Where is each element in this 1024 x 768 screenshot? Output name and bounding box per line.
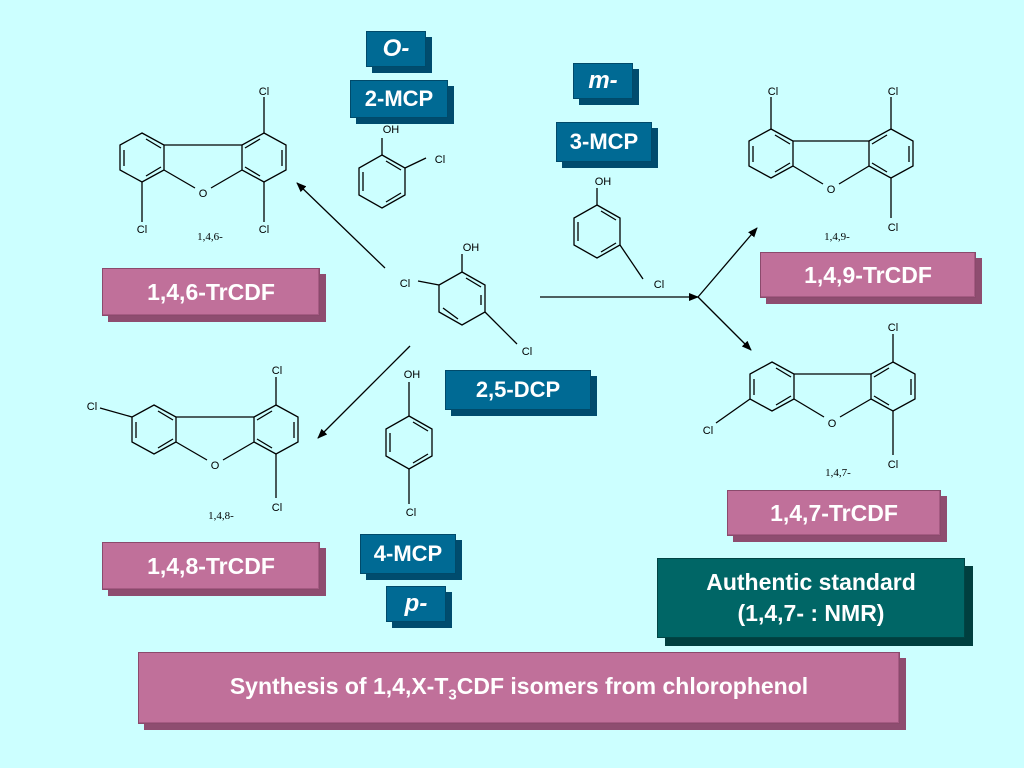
cl-label: Cl xyxy=(400,278,410,290)
structure-148-trcdf: O Cl Cl Cl 1,4,8- xyxy=(87,365,299,522)
structure-147-trcdf: O Cl Cl Cl 1,4,7- xyxy=(703,322,916,479)
trcdf-149-box: 1,4,9-TrCDF xyxy=(760,252,976,298)
title-part2: CDF isomers from chlorophenol xyxy=(456,672,809,699)
cl-label: Cl xyxy=(137,224,147,236)
dcp25-box: 2,5-DCP xyxy=(445,370,591,410)
mcp4-box: 4-MCP xyxy=(360,534,456,574)
arrow-to-149 xyxy=(697,227,758,298)
structure-146-trcdf: O Cl Cl Cl 1,4,6- xyxy=(119,86,287,243)
oh-label: OH xyxy=(463,242,480,254)
standard-line1: Authentic standard xyxy=(706,569,916,595)
structure-2-5-dichlorophenol: OH Cl Cl xyxy=(400,242,532,358)
cl-label: Cl xyxy=(435,154,445,166)
oh-label: OH xyxy=(404,369,421,381)
cl-label: Cl xyxy=(768,86,778,98)
isomer-number-147: 1,4,7- xyxy=(825,467,851,479)
structure-2-chlorophenol: OH Cl xyxy=(358,124,445,209)
title-subscript: 3 xyxy=(448,686,457,704)
trcdf-146-box: 1,4,6-TrCDF xyxy=(102,268,320,316)
oxygen-label: O xyxy=(199,188,208,200)
mcp2-box: 2-MCP xyxy=(350,80,448,118)
cl-label: Cl xyxy=(888,86,898,98)
ortho-prefix-box: O- xyxy=(366,31,426,67)
mcp3-box: 3-MCP xyxy=(556,122,652,162)
oh-label: OH xyxy=(595,176,612,188)
cl-label: Cl xyxy=(272,502,282,514)
cl-label: Cl xyxy=(703,425,713,437)
isomer-number-149: 1,4,9- xyxy=(824,231,850,243)
isomer-number-148: 1,4,8- xyxy=(208,510,234,522)
oxygen-label: O xyxy=(211,460,220,472)
cl-label: Cl xyxy=(888,322,898,334)
oxygen-label: O xyxy=(828,418,837,430)
structure-149-trcdf: O Cl Cl Cl 1,4,9- xyxy=(748,86,914,243)
cl-label: Cl xyxy=(406,507,416,519)
arrow-to-147 xyxy=(697,296,752,351)
cl-label: Cl xyxy=(888,459,898,471)
structure-3-chlorophenol: OH Cl xyxy=(573,176,664,291)
para-prefix-box: p- xyxy=(386,586,446,622)
arrow-to-148 xyxy=(317,345,411,439)
isomer-number-146: 1,4,6- xyxy=(197,231,223,243)
oh-label: OH xyxy=(383,124,400,136)
structure-4-chlorophenol: OH Cl xyxy=(385,369,433,519)
cl-label: Cl xyxy=(522,346,532,358)
oxygen-label: O xyxy=(827,184,836,196)
cl-label: Cl xyxy=(888,222,898,234)
meta-prefix-box: m- xyxy=(573,63,633,99)
trcdf-148-box: 1,4,8-TrCDF xyxy=(102,542,320,590)
cl-label: Cl xyxy=(259,86,269,98)
cl-label: Cl xyxy=(259,224,269,236)
cl-label: Cl xyxy=(654,279,664,291)
cl-label: Cl xyxy=(87,401,97,413)
arrow-to-146 xyxy=(296,182,386,269)
trcdf-147-box: 1,4,7-TrCDF xyxy=(727,490,941,536)
title-part1: Synthesis of 1,4,X-T xyxy=(229,672,449,699)
slide-title: Synthesis of 1,4,X-T3CDF isomers from ch… xyxy=(230,673,808,704)
standard-line2: (1,4,7- : NMR) xyxy=(737,600,885,626)
cl-label: Cl xyxy=(272,365,282,377)
title-box: Synthesis of 1,4,X-T3CDF isomers from ch… xyxy=(138,652,900,724)
authentic-standard-box: Authentic standard (1,4,7- : NMR) xyxy=(657,558,965,638)
